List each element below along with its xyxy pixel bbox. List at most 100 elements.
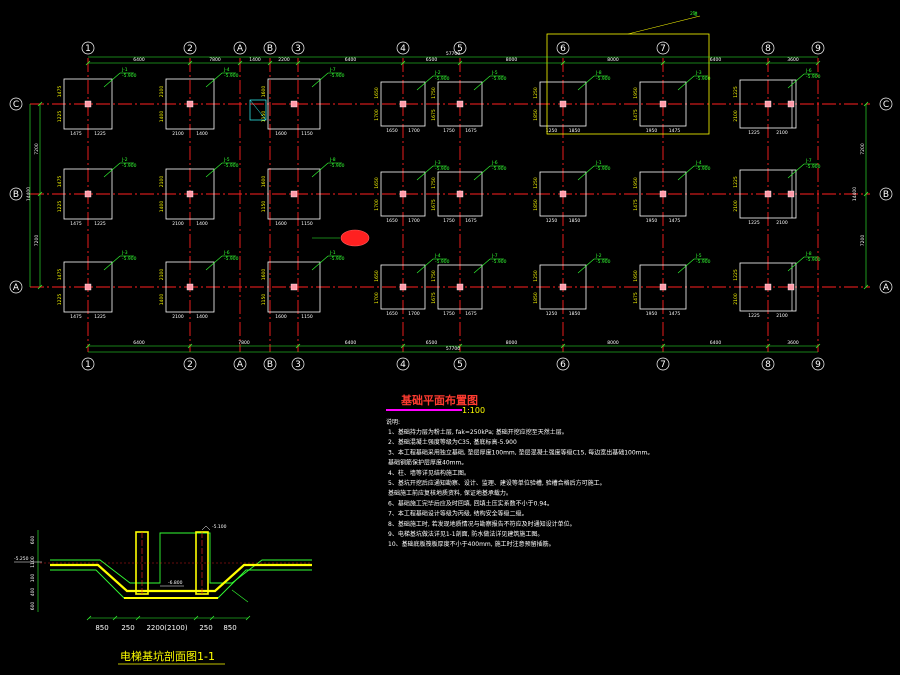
- axis-label-bottom: A: [237, 360, 244, 370]
- footing-dim: 1475: [70, 314, 82, 320]
- footing-dim: 1950: [646, 218, 658, 224]
- footing-dim-side: 1675: [431, 292, 437, 304]
- note-line: 4、柱、墙等详见结构施工图。: [388, 469, 470, 477]
- footing-tag: J-3: [434, 160, 441, 166]
- axis-bubble: [183, 357, 197, 371]
- stair-hint-diag: [249, 99, 267, 121]
- tag-leader: [311, 162, 329, 178]
- section-dim-text: 250: [199, 624, 212, 632]
- footing-outline: [437, 171, 483, 217]
- footing-dim: 1850: [569, 128, 581, 134]
- footing-outline: [380, 81, 426, 127]
- section-left-dim: 600: [30, 536, 36, 545]
- footing-elev: -5.900: [224, 256, 239, 262]
- footing-dim: 1950: [646, 311, 658, 317]
- elev-mark: [201, 525, 211, 531]
- tag-leader: [677, 75, 695, 91]
- footing-dim-side: 1150: [261, 294, 267, 306]
- footing-tag: J-8: [805, 251, 812, 257]
- tag-leader: [416, 258, 434, 274]
- footing-dim: 1250: [546, 128, 558, 134]
- top-label: 2轴: [690, 10, 698, 17]
- footing-dim-side: 1400: [159, 294, 165, 306]
- dim-tick: [37, 101, 43, 107]
- tag-leader: [205, 255, 223, 271]
- footing-dim-side: 1750: [431, 177, 437, 189]
- footing-dim: 2100: [172, 314, 184, 320]
- footing-outline: [267, 261, 321, 313]
- footing-dim: 1950: [646, 128, 658, 134]
- note-line: 7、本工程基础设计等级为丙级, 结构安全等级二级。: [388, 510, 528, 518]
- footing-tag: J-8: [595, 70, 602, 76]
- footing-elev: -5.900: [122, 256, 137, 262]
- dim-text: 6400: [710, 57, 722, 63]
- dim-text: 8000: [607, 57, 619, 63]
- footing-dim-side: 2100: [733, 293, 739, 305]
- axis-bubble: [263, 41, 277, 55]
- tag-leader: [103, 162, 121, 178]
- axis-label-bottom: 1: [85, 360, 91, 370]
- footing-dim-side: 2100: [159, 269, 165, 281]
- footing-dim-side: 1650: [374, 87, 380, 99]
- footing-tag: J-7: [491, 253, 498, 259]
- note-line: 1、基础持力层为粉土层, fak=250kPa; 基础开挖应挖至天然土层。: [388, 428, 568, 436]
- dim-tick: [863, 101, 869, 107]
- dim-text: 1400: [249, 57, 261, 63]
- dim-text: 7200: [860, 235, 866, 247]
- footing-dim: 1650: [386, 128, 398, 134]
- dim-tick: [85, 60, 91, 66]
- axis-label-top: 8: [765, 44, 771, 54]
- footing-dim-side: 1250: [533, 270, 539, 282]
- footing-dim-side: 1600: [261, 176, 267, 188]
- dim-text: 8000: [506, 340, 518, 346]
- dim-tick: [37, 284, 43, 290]
- pit-excavation-line: [50, 532, 312, 584]
- axis-label-bottom: 3: [295, 360, 301, 370]
- footing-dim-side: 1700: [374, 109, 380, 121]
- footing-dim-side: 1225: [733, 269, 739, 281]
- section-left-dim: 100: [30, 574, 36, 583]
- footing-dim: 1225: [94, 314, 106, 320]
- footing-dim: 1675: [465, 218, 477, 224]
- axis-bubble: [396, 41, 410, 55]
- dim-tick: [863, 191, 869, 197]
- dim-text: 8000: [506, 57, 518, 63]
- axis-bubble: [761, 357, 775, 371]
- footing-dim: 1225: [748, 313, 760, 319]
- dim-tick: [37, 191, 43, 197]
- tag-leader: [787, 163, 805, 179]
- section-left-dim: 400: [30, 588, 36, 597]
- footing-outline: [739, 262, 797, 312]
- footing-dim-side: 1650: [374, 177, 380, 189]
- pit-slab: [50, 563, 312, 593]
- footing-dim-side: 1150: [261, 111, 267, 123]
- footing-tag: J-3: [121, 250, 128, 256]
- tag-leader: [416, 75, 434, 91]
- footing-tag: J-7: [805, 158, 812, 164]
- footing-dim-side: 1475: [633, 109, 639, 121]
- section-dim-text: 2200(2100): [146, 624, 187, 632]
- footing-elev: -5.900: [492, 259, 507, 265]
- footing-dim: 1700: [408, 128, 420, 134]
- axis-bubble: [879, 187, 893, 201]
- footing-tag: J-6: [805, 68, 812, 74]
- axis-label-bottom: 4: [400, 360, 406, 370]
- footing-elev: -5.900: [696, 259, 711, 265]
- dim-text: 8000: [607, 340, 619, 346]
- axis-label-left: A: [13, 283, 20, 293]
- dim-text: 7800: [209, 57, 221, 63]
- dim-tick: [135, 615, 141, 621]
- footing-dim-side: 1225: [57, 294, 63, 306]
- note-line: 5、基坑开挖后应通知勘察、设计、监理、建设等单位验槽, 验槽合格后方可施工。: [388, 479, 606, 487]
- dim-tick: [295, 60, 301, 66]
- footing-dim-side: 2100: [733, 200, 739, 212]
- footing-elev: -5.900: [492, 166, 507, 172]
- plan-scale: 1:100: [462, 406, 485, 415]
- axis-label-top: 4: [400, 44, 406, 54]
- dim-text: 6500: [426, 340, 438, 346]
- axis-bubble: [9, 187, 23, 201]
- footing-dim-side: 1475: [57, 176, 63, 188]
- axis-bubble: [656, 41, 670, 55]
